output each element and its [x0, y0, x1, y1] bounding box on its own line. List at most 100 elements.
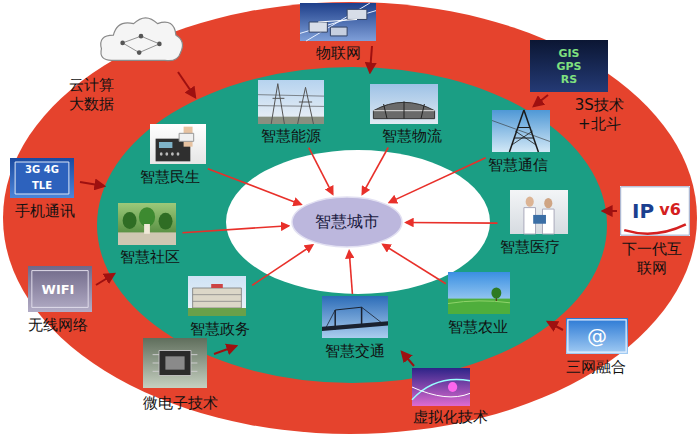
picture-part — [191, 363, 197, 364]
node-label: 智慧物流 — [382, 127, 443, 146]
picture-part — [322, 321, 388, 331]
picture-part — [421, 104, 424, 119]
picture-part — [193, 288, 242, 308]
node-picture — [10, 158, 74, 198]
picture-part — [299, 102, 312, 103]
picture-part — [347, 9, 367, 19]
icon-node: 智慧政务 — [188, 276, 251, 339]
picture-part — [384, 104, 387, 119]
picture-ground — [492, 110, 550, 152]
picture-part — [526, 197, 534, 207]
icon-node: 虚拟化技术 — [412, 368, 488, 427]
icon-text: GIS — [558, 48, 579, 59]
picture-part — [118, 232, 176, 245]
picture-part — [533, 215, 546, 224]
icon-text: WIFI — [42, 283, 75, 296]
picture-part — [306, 3, 370, 41]
picture-part — [123, 212, 137, 229]
icon-node: 智慧能源 — [258, 80, 324, 146]
picture-part — [193, 301, 242, 302]
picture-part — [412, 387, 470, 397]
icon-text: IP — [632, 201, 654, 221]
node-label: 智慧民生 — [140, 168, 201, 187]
picture-part — [412, 379, 470, 399]
node-label: 无线网络 — [28, 316, 89, 335]
node-picture — [143, 338, 207, 388]
picture-part — [621, 187, 690, 235]
node-picture — [188, 276, 246, 316]
node-picture — [95, 12, 187, 70]
node-label: 智慧通信 — [488, 156, 549, 175]
tech-arrow — [603, 210, 617, 212]
flow-arrow — [208, 169, 301, 205]
icon-text: v6 — [659, 202, 681, 218]
picture-part — [165, 152, 168, 155]
picture-part — [258, 105, 324, 107]
picture-part — [492, 121, 550, 142]
tech-arrow — [80, 182, 104, 186]
tech-arrows — [80, 46, 617, 366]
picture-part — [177, 152, 180, 155]
icon-text: 3G 4G — [25, 165, 59, 175]
picture-part — [568, 320, 626, 352]
tech-arrow — [178, 72, 195, 97]
icon-text: GPS — [556, 61, 581, 72]
picture-part — [361, 307, 363, 327]
picture-ground — [188, 276, 246, 316]
picture-ground — [300, 3, 376, 41]
node-picture — [510, 190, 568, 234]
flow-arrow — [349, 251, 352, 294]
picture-part — [191, 371, 197, 372]
picture-part — [512, 131, 533, 145]
center-ellipse: 智慧城市 — [291, 196, 403, 248]
icon-text: @ — [587, 326, 607, 346]
tech-arrow — [370, 46, 372, 72]
picture-part — [159, 351, 191, 376]
picture-part — [258, 117, 324, 124]
icon-node: 云计算 大数据 — [66, 12, 187, 114]
flow-arrow — [389, 158, 485, 203]
picture-part — [165, 356, 184, 369]
node-picture — [412, 368, 470, 406]
node-picture — [448, 272, 510, 314]
node-label: 智慧农业 — [448, 318, 509, 337]
picture-ground — [620, 186, 690, 236]
node-label: 手机通讯 — [15, 202, 76, 221]
node-label: 3S技术 +北斗 — [567, 96, 632, 134]
node-picture — [300, 3, 376, 41]
picture-ground — [322, 296, 388, 338]
picture-part — [120, 41, 125, 46]
picture-part — [211, 284, 223, 288]
icon-node: 下一代互联网 — [620, 186, 690, 278]
icon-node: 智慧医疗 — [500, 190, 569, 257]
tech-arrow — [548, 322, 563, 330]
icon-node: 物联网 — [300, 3, 376, 63]
flow-arrow — [182, 226, 288, 233]
node-label: 物联网 — [315, 44, 361, 63]
tech-arrow — [534, 95, 548, 106]
tech-arrow — [402, 352, 414, 366]
picture-part — [373, 102, 434, 118]
picture-part — [491, 287, 501, 298]
flow-arrow — [406, 222, 498, 224]
icon-text: RS — [561, 74, 577, 85]
picture-part — [123, 43, 140, 53]
picture-part — [193, 294, 242, 295]
picture-part — [448, 382, 457, 392]
picture-part — [278, 84, 285, 124]
picture-ground — [530, 40, 608, 92]
picture-part — [318, 19, 357, 22]
picture-part — [448, 299, 510, 314]
picture-part — [157, 41, 162, 46]
node-picture — [370, 84, 438, 124]
node-label: 智慧政务 — [190, 320, 251, 339]
picture-part — [153, 371, 159, 372]
icon-node: 智慧社区 — [118, 203, 181, 267]
icon-node: 智慧通信 — [488, 110, 551, 175]
tech-arrow — [214, 346, 236, 354]
icon-node: 无线网络 — [28, 266, 93, 335]
picture-part — [15, 162, 69, 194]
picture-part — [171, 152, 174, 155]
